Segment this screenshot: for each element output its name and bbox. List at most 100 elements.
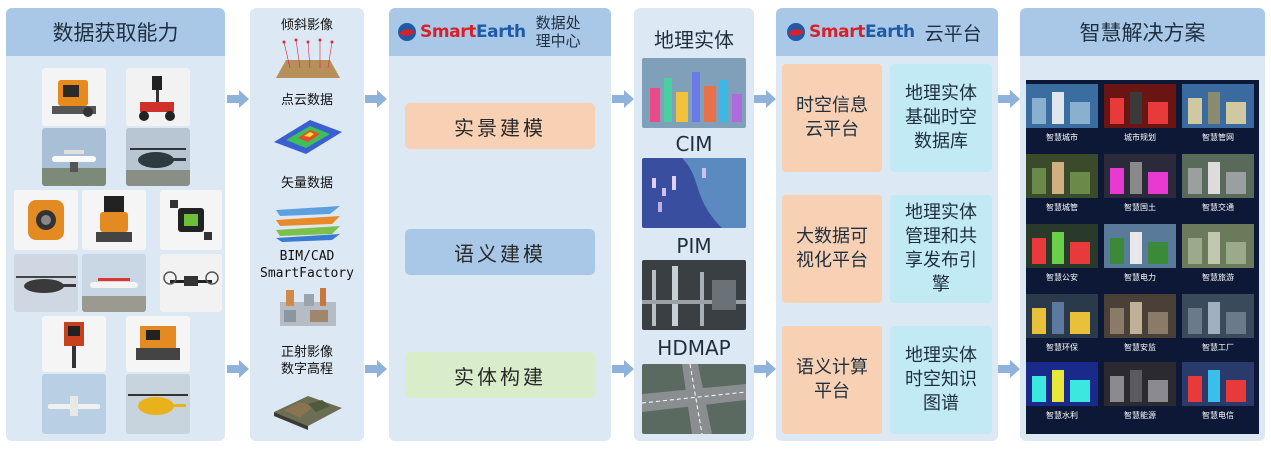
processing-panel: SmartEarth 数据处 理中心 实景建模 语义建模 实体构建 <box>389 8 611 441</box>
cloud-title: 云平台 <box>924 22 982 45</box>
device-photo-gnss-receiver <box>42 68 106 126</box>
cloud-header: SmartEarth 云平台 <box>776 8 998 56</box>
solution-label: 智慧工厂 <box>1202 343 1234 352</box>
arrow-types-to-processing-top <box>365 90 387 108</box>
cloud-box-semantic-computing: 语义计算平台 <box>782 326 882 434</box>
acquisition-panel: 数据获取能力 <box>6 8 225 441</box>
aircraft-photo-fixed-wing <box>42 374 106 434</box>
cloud-box-spatiotemporal-cloud: 时空信息云平台 <box>782 64 882 172</box>
processing-step-semantic-modeling: 语义建模 <box>405 229 595 275</box>
data-type-label-pointcloud: 点云数据 <box>280 93 333 108</box>
solution-thumbnail <box>1026 154 1098 198</box>
cloud-box-entity-database: 地理实体基础时空数据库 <box>890 64 992 172</box>
entity-label-hdmap: HDMAP <box>657 336 731 360</box>
arrow-processing-to-entities-bottom <box>612 360 634 378</box>
entity-image-hdmap <box>642 364 746 434</box>
arrow-processing-to-entities-top <box>612 90 634 108</box>
solution-label: 智慧电信 <box>1202 411 1234 420</box>
entities-panel: 地理实体 CIM PIM HDMAP <box>634 8 754 441</box>
aircraft-photo-yellow-helicopter <box>126 374 190 434</box>
processing-step-entity-construction: 实体构建 <box>405 352 595 398</box>
oblique-imagery-icon <box>270 38 346 84</box>
bim-factory-icon <box>270 284 346 330</box>
data-type-label-dem: 数字高程 <box>280 362 333 377</box>
solutions-title: 智慧解决方案 <box>1020 8 1265 56</box>
solution-thumbnail <box>1104 294 1176 338</box>
device-photo-total-station <box>42 316 106 372</box>
dem-terrain-icon <box>270 384 346 430</box>
cloud-box-entity-management-engine: 地理实体管理和共享发布引擎 <box>890 195 992 303</box>
entity-image-city-model <box>642 58 746 128</box>
cloud-box-knowledge-graph: 地理实体时空知识图谱 <box>890 326 992 434</box>
solution-thumbnail <box>1104 362 1176 406</box>
cloud-box-bigdata-visualization: 大数据可视化平台 <box>782 195 882 303</box>
device-photo-backpack-scanner <box>14 190 78 250</box>
smartearth-logo-text: SmartEarth <box>809 22 915 42</box>
solution-thumbnail <box>1182 154 1254 198</box>
entity-label-pim: PIM <box>676 234 712 258</box>
processing-header: SmartEarth 数据处 理中心 <box>389 8 611 56</box>
solution-thumbnail <box>1026 224 1098 268</box>
arrow-entities-to-cloud-top <box>754 90 776 108</box>
arrow-types-to-processing-bottom <box>365 360 387 378</box>
entity-image-pim <box>642 260 746 330</box>
arrow-entities-to-cloud-bottom <box>754 360 776 378</box>
aircraft-photo-helicopter <box>126 128 190 186</box>
solution-label: 智慧交通 <box>1202 203 1234 212</box>
aircraft-photo-small-plane <box>42 128 106 186</box>
solution-label: 智慧旅游 <box>1202 273 1234 282</box>
solution-label: 智慧公安 <box>1046 273 1078 282</box>
solution-thumbnail <box>1026 362 1098 406</box>
arrow-acquisition-to-types-top <box>227 90 249 108</box>
arrow-acquisition-to-types-bottom <box>227 360 249 378</box>
solution-label: 城市规划 <box>1124 133 1156 142</box>
smartearth-logo-text: SmartEarth <box>420 22 526 42</box>
data-type-label-vector: 矢量数据 <box>280 176 333 191</box>
device-photo-handheld-scanner <box>82 190 146 250</box>
solution-label: 智慧城管 <box>1046 203 1078 212</box>
solution-thumbnail <box>1104 154 1176 198</box>
aircraft-photo-multirotor-drone <box>160 254 222 312</box>
point-cloud-icon <box>270 112 346 158</box>
data-type-label-ortho: 正射影像 <box>280 345 333 360</box>
solution-thumbnail <box>1182 84 1254 128</box>
processing-step-reality-modeling: 实景建模 <box>405 103 595 149</box>
entity-label-cim: CIM <box>675 132 713 156</box>
cloud-panel: SmartEarth 云平台 时空信息云平台 地理实体基础时空数据库 大数据可视… <box>776 8 998 441</box>
data-types-panel: 倾斜影像 点云数据 矢量数据 BIM/CAD SmartFactory 正射影像… <box>250 8 364 441</box>
solution-label: 智慧国土 <box>1124 203 1156 212</box>
device-photo-vehicle-scanner <box>126 316 190 372</box>
smartearth-logo-cloud: SmartEarth <box>786 22 915 42</box>
solution-thumbnail <box>1026 84 1098 128</box>
entities-title: 地理实体 <box>654 28 734 52</box>
data-type-label-smartfactory: SmartFactory <box>260 266 354 281</box>
globe-icon <box>398 23 416 41</box>
vector-layers-icon <box>270 196 346 242</box>
arrow-cloud-to-solutions-top <box>998 90 1020 108</box>
data-type-label-bim-cad: BIM/CAD <box>279 249 335 264</box>
solution-thumbnail <box>1182 294 1254 338</box>
solution-thumbnail <box>1182 224 1254 268</box>
solution-thumbnail <box>1026 294 1098 338</box>
solution-label: 智慧电力 <box>1124 273 1156 282</box>
solution-label: 智慧能源 <box>1124 411 1156 420</box>
smartearth-logo: SmartEarth <box>397 22 526 42</box>
processing-title: 数据处 理中心 <box>535 14 581 50</box>
solution-thumbnail <box>1104 224 1176 268</box>
solution-thumbnail <box>1182 362 1254 406</box>
entity-image-cim <box>642 158 746 228</box>
device-photo-scanner-cart <box>126 68 190 126</box>
aircraft-photo-helicopter-2 <box>14 254 78 312</box>
solution-thumbnail <box>1104 84 1176 128</box>
device-photo-drone-payload <box>160 190 222 250</box>
acquisition-title: 数据获取能力 <box>6 8 225 56</box>
data-type-label-oblique: 倾斜影像 <box>280 18 333 33</box>
solution-label: 智慧管网 <box>1202 133 1234 142</box>
globe-icon <box>787 23 805 41</box>
arrow-cloud-to-solutions-bottom <box>998 360 1020 378</box>
solution-label: 智慧安监 <box>1124 343 1156 352</box>
solution-label: 智慧城市 <box>1046 133 1078 142</box>
solution-label: 智慧水利 <box>1046 411 1078 420</box>
aircraft-photo-light-plane <box>82 254 146 312</box>
solution-label: 智慧环保 <box>1046 343 1078 352</box>
